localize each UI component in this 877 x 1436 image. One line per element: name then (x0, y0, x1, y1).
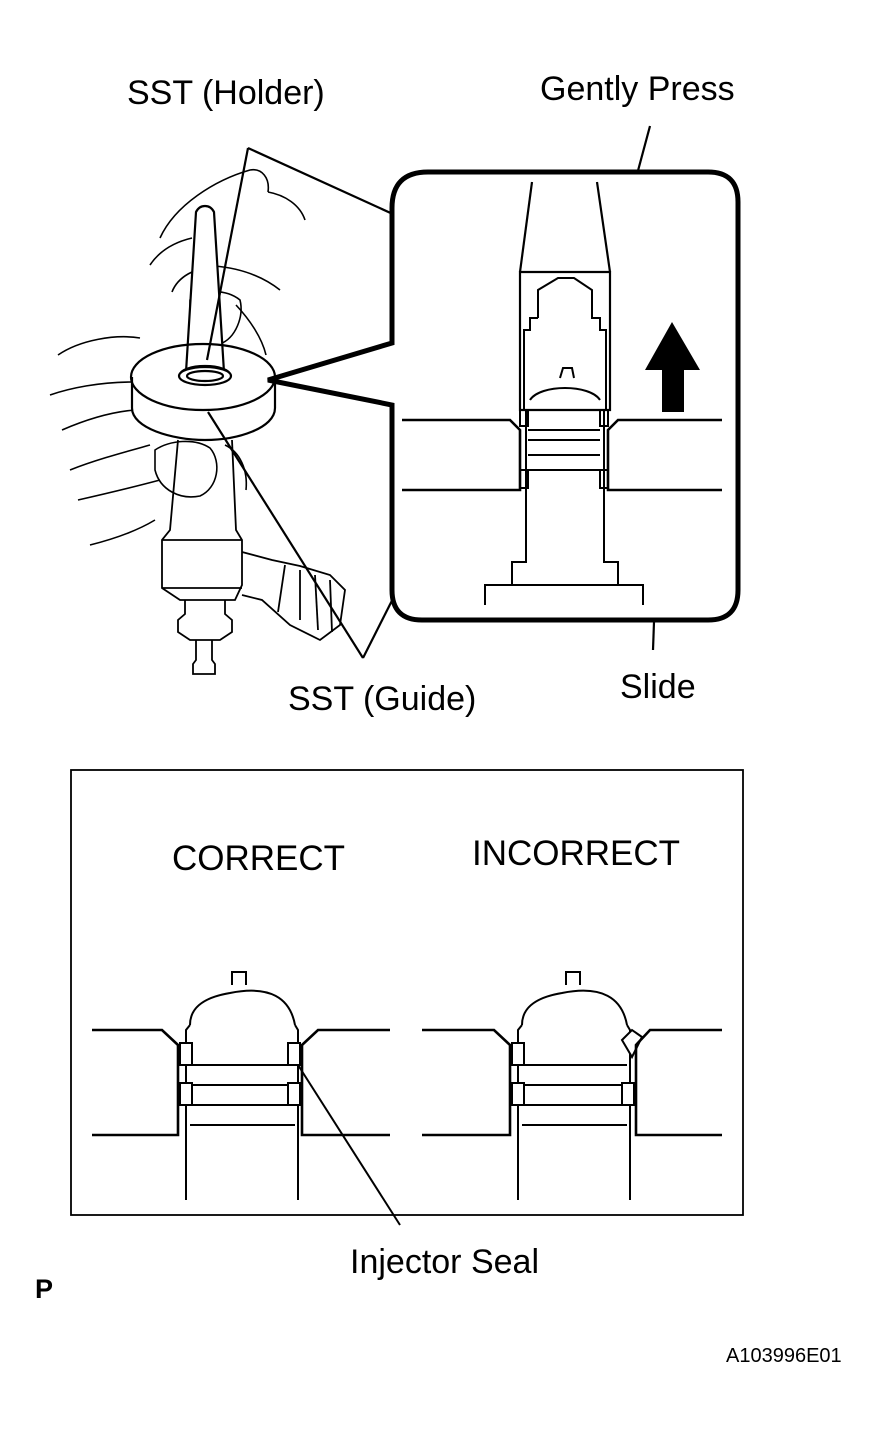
detail-contents (402, 181, 722, 605)
hand-with-sst-illustration (49, 168, 306, 546)
incorrect-injector-figure (422, 971, 722, 1200)
sst-guide-tool (129, 342, 277, 442)
up-arrow-icon (645, 322, 700, 412)
sst-holder-tool (178, 204, 232, 386)
correct-label: CORRECT (172, 839, 346, 878)
sst-holder-label: SST (Holder) (127, 74, 325, 112)
incorrect-label: INCORRECT (472, 834, 681, 873)
sst-guide-label: SST (Guide) (288, 680, 477, 718)
comparison-box (70, 769, 744, 1216)
injector-seal-label: Injector Seal (350, 1243, 539, 1281)
gently-press-label: Gently Press (540, 70, 735, 108)
slide-label: Slide (620, 668, 696, 706)
correct-injector-figure (92, 971, 401, 1226)
injector-body (161, 439, 346, 675)
figure-id: A103996E01 (726, 1345, 842, 1367)
page-letter: P (35, 1274, 54, 1304)
detail-callout-box (267, 169, 741, 623)
